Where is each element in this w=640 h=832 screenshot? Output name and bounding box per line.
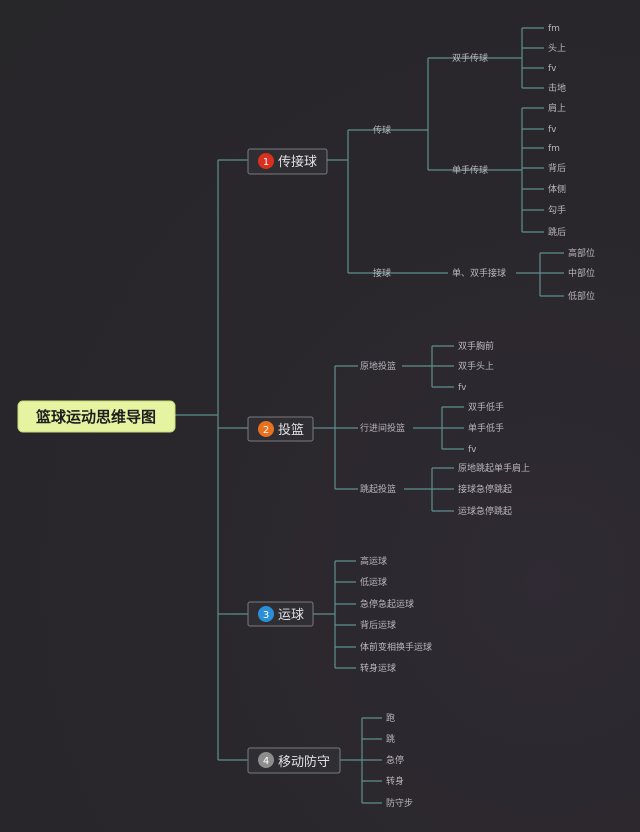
- root-label: 篮球运动思维导图: [35, 408, 156, 426]
- leaf-defense-4[interactable]: 转身: [386, 775, 404, 787]
- leaf-catch-3[interactable]: 低部位: [568, 290, 595, 302]
- leaf-moving-2[interactable]: 单手低手: [468, 422, 504, 434]
- leaf-dribble-1[interactable]: 高运球: [360, 555, 387, 567]
- leaf-jump-3[interactable]: 运球急停跳起: [458, 505, 512, 517]
- branch-label-pass-catch: 传接球: [278, 154, 317, 170]
- number-badge-2: [258, 421, 274, 437]
- leaf-one-hand-1[interactable]: 肩上: [548, 102, 566, 114]
- leaf-dribble-6[interactable]: 转身运球: [360, 662, 396, 674]
- svg-text:3: 3: [263, 610, 269, 621]
- number-badge-3: [258, 606, 274, 622]
- branch-label-dribble: 运球: [278, 608, 304, 623]
- leaf-two-hand-4[interactable]: 击地: [548, 82, 566, 94]
- leaf-dribble-5[interactable]: 体前变相换手运球: [360, 641, 432, 653]
- leaf-catch-2[interactable]: 中部位: [568, 267, 595, 279]
- connector-lines: [175, 27, 564, 804]
- root-node[interactable]: 篮球运动思维导图: [17, 400, 176, 433]
- leaf-standing-2[interactable]: 双手头上: [458, 360, 494, 372]
- leaf-dribble-2[interactable]: 低运球: [360, 576, 387, 588]
- node-moving-shot[interactable]: 行进间投篮: [360, 422, 405, 434]
- node-single-double-catch[interactable]: 单、双手接球: [452, 267, 506, 279]
- node-catch[interactable]: 接球: [373, 267, 391, 279]
- leaf-jump-1[interactable]: 原地跳起单手肩上: [458, 462, 530, 474]
- leaf-moving-1[interactable]: 双手低手: [468, 401, 504, 413]
- leaf-defense-2[interactable]: 跳: [386, 733, 395, 745]
- node-two-hand-pass[interactable]: 双手传球: [452, 52, 488, 64]
- node-jump-shot[interactable]: 跳起投篮: [360, 483, 396, 495]
- leaf-defense-1[interactable]: 跑: [386, 712, 395, 724]
- leaf-two-hand-1[interactable]: fm: [548, 24, 560, 34]
- number-badge-1: [258, 153, 274, 169]
- leaf-defense-5[interactable]: 防守步: [386, 797, 413, 809]
- number-badge-4: [258, 752, 274, 768]
- leaf-standing-3[interactable]: fv: [458, 383, 467, 393]
- leaf-one-hand-4[interactable]: 背后: [548, 162, 566, 174]
- node-one-hand-pass[interactable]: 单手传球: [452, 164, 488, 176]
- node-standing-shot[interactable]: 原地投篮: [360, 360, 396, 372]
- svg-text:2: 2: [263, 425, 269, 436]
- leaf-two-hand-2[interactable]: 头上: [548, 43, 566, 54]
- leaf-moving-3[interactable]: fv: [468, 445, 477, 455]
- branch-shooting[interactable]: 2 投篮: [247, 416, 314, 442]
- leaf-one-hand-2[interactable]: fv: [548, 125, 557, 135]
- branch-label-shooting: 投篮: [278, 422, 304, 438]
- branch-pass-catch[interactable]: 1 传接球: [247, 148, 328, 175]
- leaf-two-hand-3[interactable]: fv: [548, 64, 557, 74]
- leaf-jump-2[interactable]: 接球急停跳起: [458, 483, 512, 495]
- leaf-defense-3[interactable]: 急停: [386, 754, 404, 766]
- leaf-standing-1[interactable]: 双手胸前: [458, 340, 494, 352]
- leaf-one-hand-7[interactable]: 跳后: [548, 226, 566, 238]
- branch-label-move-defense: 移动防守: [278, 754, 330, 770]
- node-pass[interactable]: 传球: [373, 124, 391, 136]
- branch-move-defense[interactable]: 4 移动防守: [247, 747, 341, 774]
- leaf-dribble-3[interactable]: 急停急起运球: [360, 598, 414, 610]
- leaf-one-hand-3[interactable]: fm: [548, 144, 560, 154]
- leaf-one-hand-5[interactable]: 体侧: [548, 183, 566, 195]
- leaf-catch-1[interactable]: 高部位: [568, 247, 595, 259]
- svg-text:4: 4: [263, 756, 269, 767]
- branch-dribble[interactable]: 3 运球: [247, 601, 314, 627]
- leaf-dribble-4[interactable]: 背后运球: [360, 619, 396, 631]
- leaf-one-hand-6[interactable]: 勾手: [548, 204, 566, 216]
- svg-text:1: 1: [263, 157, 269, 168]
